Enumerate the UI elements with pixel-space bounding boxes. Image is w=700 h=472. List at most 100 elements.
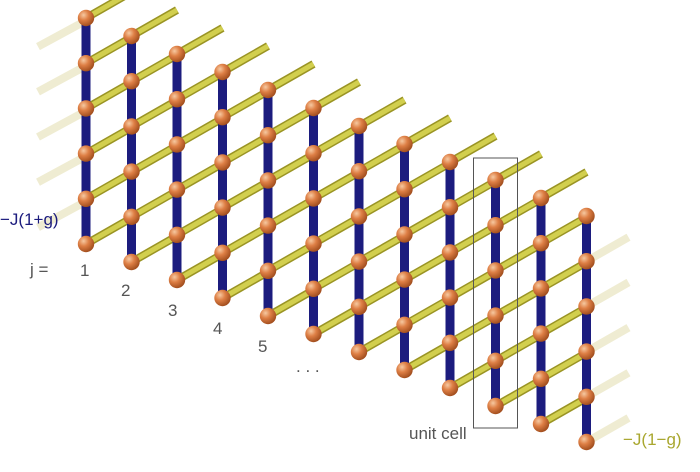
horizontal-bond-highlight xyxy=(266,107,315,138)
lattice-site xyxy=(123,163,140,180)
horizontal-bond-highlight xyxy=(175,206,224,237)
lattice-site xyxy=(168,271,186,289)
lattice-site xyxy=(532,370,550,387)
lattice-site xyxy=(487,171,504,189)
lattice-site xyxy=(578,207,595,225)
horizontal-bond-highlight xyxy=(448,269,497,300)
lattice-site xyxy=(487,217,504,234)
horizontal-bond-highlight xyxy=(266,61,315,93)
boundary-bond-left xyxy=(36,152,88,186)
horizontal-bond-highlight xyxy=(175,251,224,283)
lattice-site xyxy=(578,298,595,315)
lattice-site xyxy=(487,352,504,369)
horizontal-bond-highlight xyxy=(84,35,133,66)
horizontal-bond-highlight xyxy=(494,287,543,318)
site-index-1: 1 xyxy=(80,261,89,280)
lattice-site xyxy=(305,99,322,117)
lattice-site xyxy=(77,145,95,162)
horizontal-bond-highlight xyxy=(357,97,406,129)
lattice-site xyxy=(532,325,550,342)
horizontal-bond-highlight xyxy=(494,332,543,363)
lattice-site xyxy=(259,81,277,99)
lattice-site xyxy=(350,117,368,135)
boundary-bond-left xyxy=(36,62,88,96)
lattice-site xyxy=(259,127,277,144)
lattice-site xyxy=(168,226,186,243)
site-index-5: 5 xyxy=(258,337,267,356)
lattice-site xyxy=(214,63,231,81)
horizontal-bond-highlight xyxy=(539,395,588,427)
horizontal-bond-highlight xyxy=(221,43,270,75)
site-index-2: 2 xyxy=(121,281,130,300)
horizontal-bond-highlight xyxy=(403,115,452,147)
lattice-site xyxy=(214,289,231,307)
lattice-site xyxy=(441,153,459,171)
lattice-site xyxy=(578,433,595,451)
lattice-site xyxy=(487,307,504,324)
horizontal-bond-highlight xyxy=(175,71,224,102)
horizontal-bond-highlight xyxy=(266,197,315,228)
horizontal-bond-highlight xyxy=(312,215,361,246)
horizontal-bond-highlight xyxy=(84,80,133,111)
lattice-site xyxy=(259,217,277,234)
lattice-site xyxy=(441,289,459,306)
lattice-site xyxy=(350,343,368,361)
lattice-site xyxy=(214,154,231,171)
lattice-site xyxy=(441,379,459,397)
lattice-site xyxy=(305,280,322,297)
horizontal-bond-highlight xyxy=(266,242,315,273)
horizontal-bond-highlight xyxy=(494,377,543,409)
lattice-site xyxy=(77,235,95,253)
lattice-site xyxy=(578,253,595,270)
horizontal-bond-highlight xyxy=(539,260,588,291)
lattice-site xyxy=(123,208,140,225)
lattice-site xyxy=(305,235,322,252)
unit-cell-box xyxy=(473,157,518,429)
lattice-site xyxy=(396,181,413,198)
lattice-site xyxy=(123,118,140,135)
lattice-site xyxy=(123,27,140,45)
horizontal-bond-highlight xyxy=(357,233,406,264)
horizontal-bond-highlight xyxy=(539,215,588,246)
lattice-site xyxy=(350,208,368,225)
j-prefix-label: j = xyxy=(29,260,49,279)
lattice-site xyxy=(305,145,322,162)
lattice-site xyxy=(487,262,504,279)
lattice-site xyxy=(259,307,277,325)
lattice-site xyxy=(214,244,231,261)
horizontal-bond-highlight xyxy=(494,197,543,228)
lattice-site xyxy=(578,388,595,405)
horizontal-bond-highlight xyxy=(130,98,179,129)
lattice-site xyxy=(350,298,368,315)
horizontal-bond-highlight xyxy=(539,350,588,381)
lattice-site xyxy=(259,262,277,279)
horizontal-bond-highlight xyxy=(448,224,497,255)
horizontal-bond-highlight xyxy=(221,224,270,255)
ellipsis: . . . xyxy=(296,357,320,376)
lattice-sites xyxy=(77,9,595,451)
horizontal-bond-highlight xyxy=(312,305,361,337)
left-coupling-label: −J(1+g) xyxy=(0,210,59,229)
lattice-site xyxy=(578,343,595,360)
lattice-site xyxy=(305,325,322,343)
horizontal-bond-highlight xyxy=(448,179,497,210)
site-index-4: 4 xyxy=(213,319,222,338)
site-index-3: 3 xyxy=(168,301,177,320)
boundary-bond-left xyxy=(36,197,88,231)
horizontal-bond-highlight xyxy=(403,296,452,327)
horizontal-bond-highlight xyxy=(403,251,452,282)
horizontal-bond-highlight xyxy=(130,53,179,84)
lattice-site xyxy=(77,190,95,207)
lattice-site xyxy=(396,316,413,333)
horizontal-bond-highlight xyxy=(130,188,179,219)
horizontal-bond-highlight xyxy=(312,170,361,201)
lattice-site xyxy=(214,109,231,126)
lattice-site xyxy=(532,189,550,207)
horizontal-bond-highlight xyxy=(221,134,270,165)
horizontal-bond-highlight xyxy=(175,116,224,147)
lattice-site xyxy=(532,280,550,297)
horizontal-bond-highlight xyxy=(130,233,179,265)
horizontal-bond-highlight xyxy=(221,89,270,120)
lattice-site xyxy=(396,271,413,288)
